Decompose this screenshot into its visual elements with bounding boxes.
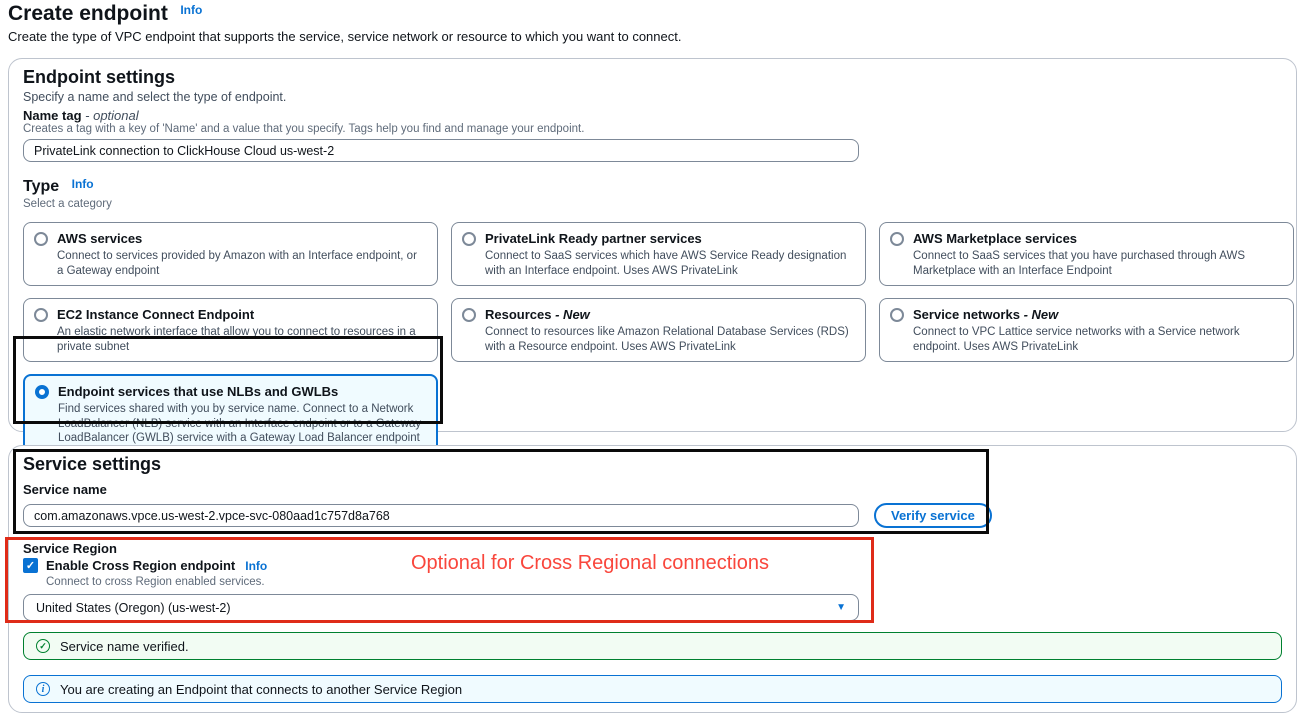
name-tag-label-text: Name tag: [23, 108, 82, 123]
service-name-input[interactable]: [23, 504, 859, 527]
tile-content: Endpoint services that use NLBs and GWLB…: [58, 383, 424, 446]
cross-region-info-alert: i You are creating an Endpoint that conn…: [23, 675, 1282, 703]
cross-region-helper: Connect to cross Region enabled services…: [46, 576, 265, 588]
tile-description: Connect to SaaS services which have AWS …: [485, 250, 847, 277]
tile-description: Connect to services provided by Amazon w…: [57, 250, 417, 277]
tile-content: Resources - New Connect to resources lik…: [485, 306, 853, 354]
chevron-down-icon: ▼: [836, 602, 846, 613]
type-helper: Select a category: [23, 198, 112, 210]
tile-description: An elastic network interface that allow …: [57, 326, 416, 353]
radio-unchecked-icon[interactable]: [890, 308, 904, 322]
tile-title-new-badge: - New: [1023, 307, 1059, 322]
page-subtitle: Create the type of VPC endpoint that sup…: [8, 29, 682, 44]
tile-title: AWS Marketplace services: [913, 231, 1078, 246]
cross-region-checkbox-row: ✓ Enable Cross Region endpoint Info: [23, 558, 267, 573]
name-tag-helper: Creates a tag with a key of 'Name' and a…: [23, 123, 585, 135]
service-region-selected-value: United States (Oregon) (us-west-2): [36, 600, 231, 615]
service-region-select[interactable]: United States (Oregon) (us-west-2) ▼: [23, 594, 859, 621]
success-alert-text: Service name verified.: [60, 638, 189, 654]
tile-service-networks[interactable]: Service networks - New Connect to VPC La…: [879, 298, 1294, 362]
radio-unchecked-icon[interactable]: [462, 232, 476, 246]
tile-content: EC2 Instance Connect Endpoint An elastic…: [57, 306, 425, 354]
tile-content: PrivateLink Ready partner services Conne…: [485, 230, 853, 278]
tile-title: PrivateLink Ready partner services: [485, 231, 702, 246]
tile-privatelink-partner-services[interactable]: PrivateLink Ready partner services Conne…: [451, 222, 866, 286]
radio-unchecked-icon[interactable]: [462, 308, 476, 322]
tile-title-new-badge: - New: [555, 307, 590, 322]
radio-unchecked-icon[interactable]: [890, 232, 904, 246]
cross-region-info-link[interactable]: Info: [245, 558, 268, 573]
radio-checked-icon[interactable]: [35, 385, 49, 399]
endpoint-settings-description: Specify a name and select the type of en…: [23, 90, 287, 104]
endpoint-settings-card: Endpoint settings Specify a name and sel…: [8, 58, 1297, 455]
name-tag-optional: - optional: [85, 108, 139, 123]
tile-description: Find services shared with you by service…: [58, 403, 422, 444]
tile-resources[interactable]: Resources - New Connect to resources lik…: [451, 298, 866, 362]
service-settings-card: Service settings Service name Verify ser…: [8, 445, 1297, 713]
tile-content: AWS Marketplace services Connect to SaaS…: [913, 230, 1281, 278]
service-name-label: Service name: [23, 482, 107, 497]
name-tag-label: Name tag - optional: [23, 108, 139, 123]
type-info-link[interactable]: Info: [71, 177, 94, 191]
tile-title: EC2 Instance Connect Endpoint: [57, 307, 255, 322]
tile-endpoint-services-nlb-gwlb[interactable]: Endpoint services that use NLBs and GWLB…: [23, 374, 438, 455]
tile-title: AWS services: [57, 231, 143, 246]
tile-title: Service networks - New: [913, 306, 1281, 323]
tile-title-text: Resources: [485, 307, 552, 322]
service-region-label: Service Region: [23, 541, 117, 556]
checkbox-checked-icon[interactable]: ✓: [23, 558, 38, 573]
page-title-info-link[interactable]: Info: [180, 3, 203, 17]
info-circle-icon: i: [36, 682, 50, 696]
type-section-label: Type Info: [23, 177, 94, 196]
tile-aws-services[interactable]: AWS services Connect to services provide…: [23, 222, 438, 286]
radio-unchecked-icon[interactable]: [34, 308, 48, 322]
endpoint-settings-title: Endpoint settings: [23, 67, 175, 87]
service-settings-title: Service settings: [23, 454, 162, 474]
radio-unchecked-icon[interactable]: [34, 232, 48, 246]
page-title: Create endpoint: [8, 2, 168, 25]
cross-region-checkbox-label[interactable]: Enable Cross Region endpoint: [46, 558, 236, 573]
tile-aws-marketplace-services[interactable]: AWS Marketplace services Connect to SaaS…: [879, 222, 1294, 286]
info-alert-text: You are creating an Endpoint that connec…: [60, 681, 463, 697]
tile-title-text: Service networks: [913, 307, 1020, 322]
type-label-text: Type: [23, 178, 60, 195]
tile-content: Service networks - New Connect to VPC La…: [913, 306, 1281, 354]
type-option-grid: AWS services Connect to services provide…: [23, 222, 1294, 455]
tile-description: Connect to VPC Lattice service networks …: [913, 326, 1240, 353]
tile-content: AWS services Connect to services provide…: [57, 230, 425, 278]
tile-title: Endpoint services that use NLBs and GWLB…: [58, 384, 339, 399]
tile-description: Connect to resources like Amazon Relatio…: [485, 326, 849, 353]
name-tag-input[interactable]: [23, 139, 859, 162]
success-check-icon: ✓: [36, 639, 50, 653]
verify-service-button[interactable]: Verify service: [874, 503, 992, 528]
tile-ec2-instance-connect[interactable]: EC2 Instance Connect Endpoint An elastic…: [23, 298, 438, 362]
tile-title: Resources - New: [485, 306, 853, 323]
service-name-verified-alert: ✓ Service name verified.: [23, 632, 1282, 660]
page-header: Create endpoint Info: [8, 2, 202, 26]
tile-description: Connect to SaaS services that you have p…: [913, 250, 1245, 277]
